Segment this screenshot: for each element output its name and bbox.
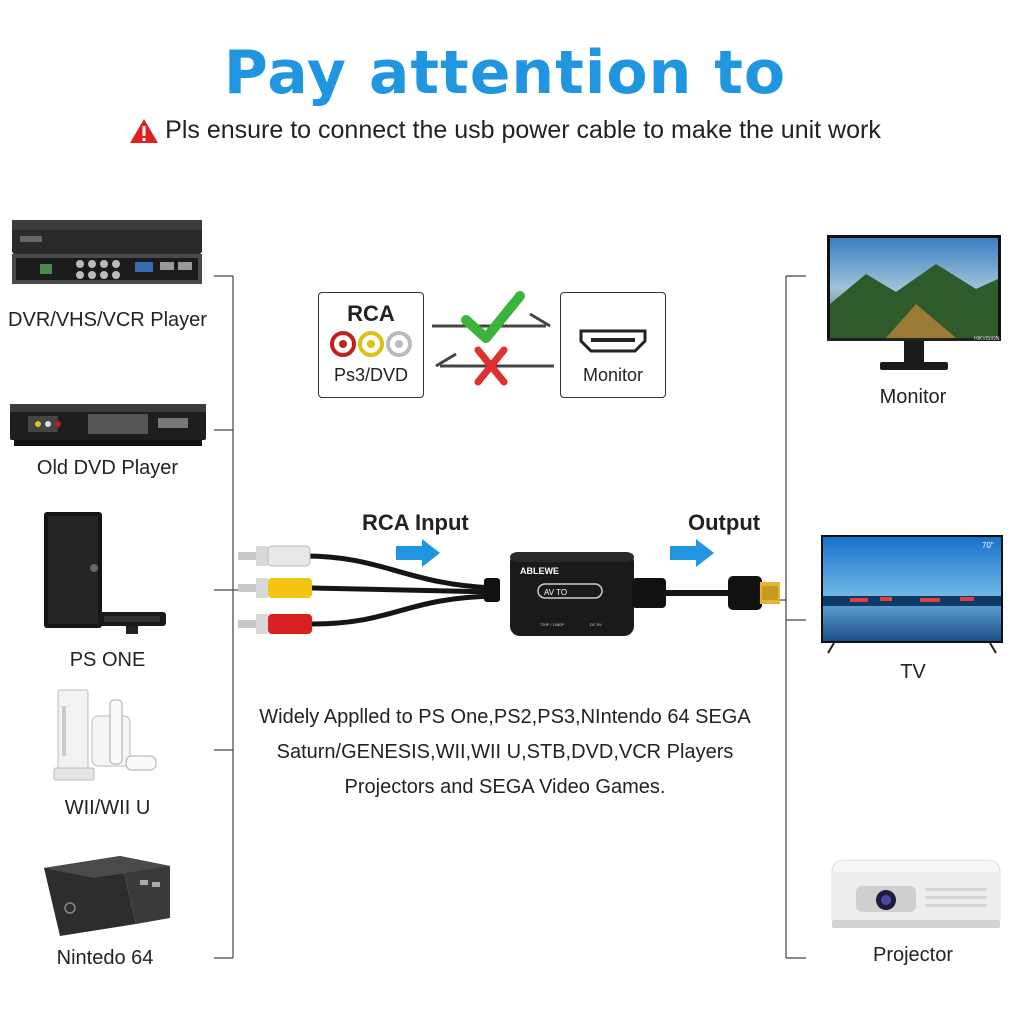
game-console-image xyxy=(44,512,166,634)
dvd-label: Old DVD Player xyxy=(36,457,179,479)
adapter-brand: ABLEWE xyxy=(520,566,559,576)
monitor-box: Monitor xyxy=(560,292,666,398)
wii-console-image xyxy=(53,689,157,781)
description-line: Projectors and SEGA Video Games. xyxy=(344,776,666,798)
nintendo-dock-image xyxy=(44,856,170,936)
output-arrow-icon xyxy=(670,539,714,567)
adapter-res-label: 720P / 1080P xyxy=(540,622,565,627)
rca-plug-yellow xyxy=(238,578,312,598)
adapter-dc-label: DC 5V xyxy=(590,622,602,627)
dvd-player-image xyxy=(10,404,206,446)
warning-icon xyxy=(130,119,159,144)
monitor-label: Monitor xyxy=(879,386,947,408)
compatibility-description: Widely Applled to PS One,PS2,PS3,NIntend… xyxy=(214,700,796,805)
rca-input-heading: RCA Input xyxy=(362,510,469,535)
ps-one-label: PS ONE xyxy=(69,649,146,671)
tv-label: TV xyxy=(900,661,926,683)
rca-box: RCA Ps3/DVD xyxy=(318,292,424,398)
monitor-image: HIKVISION xyxy=(827,235,1001,370)
nintendo-label: Nintedo 64 xyxy=(56,947,154,969)
description-line: Widely Applled to PS One,PS2,PS3,NIntend… xyxy=(259,706,751,728)
monitor-box-label: Monitor xyxy=(582,365,644,385)
wii-label: WII/WII U xyxy=(64,797,151,819)
check-icon xyxy=(461,291,525,343)
projector-label: Projector xyxy=(872,944,954,966)
direction-arrows xyxy=(432,291,554,386)
output-heading: Output xyxy=(688,510,761,535)
tv-image: 70" xyxy=(821,535,1003,654)
hdmi-port-icon xyxy=(579,329,647,353)
input-arrow-icon xyxy=(396,539,440,567)
description-line: Saturn/GENESIS,WII,WII U,STB,DVD,VCR Pla… xyxy=(276,741,734,763)
projector-image xyxy=(831,859,1001,928)
tv-size-label: 70" xyxy=(982,541,994,550)
dvr-player-image xyxy=(12,220,202,284)
rca-box-subtitle: Ps3/DVD xyxy=(333,365,409,385)
cross-icon xyxy=(474,346,508,386)
dvr-label: DVR/VHS/VCR Player xyxy=(8,309,207,331)
monitor-brand: HIKVISION xyxy=(974,336,1000,342)
rca-jacks-icon xyxy=(330,331,412,357)
adapter-model: AV TO xyxy=(544,588,567,597)
adapter-cable-image: ABLEWE AV TO 720P / 1080P DC 5V xyxy=(238,545,780,636)
rca-plug-white xyxy=(238,545,311,567)
warning-text-row: Pls ensure to connect the usb power cabl… xyxy=(0,116,1010,145)
warning-text: Pls ensure to connect the usb power cabl… xyxy=(165,116,881,144)
rca-box-title: RCA xyxy=(347,301,395,326)
page-title: Pay attention to xyxy=(223,38,787,108)
rca-plug-red xyxy=(238,614,312,634)
